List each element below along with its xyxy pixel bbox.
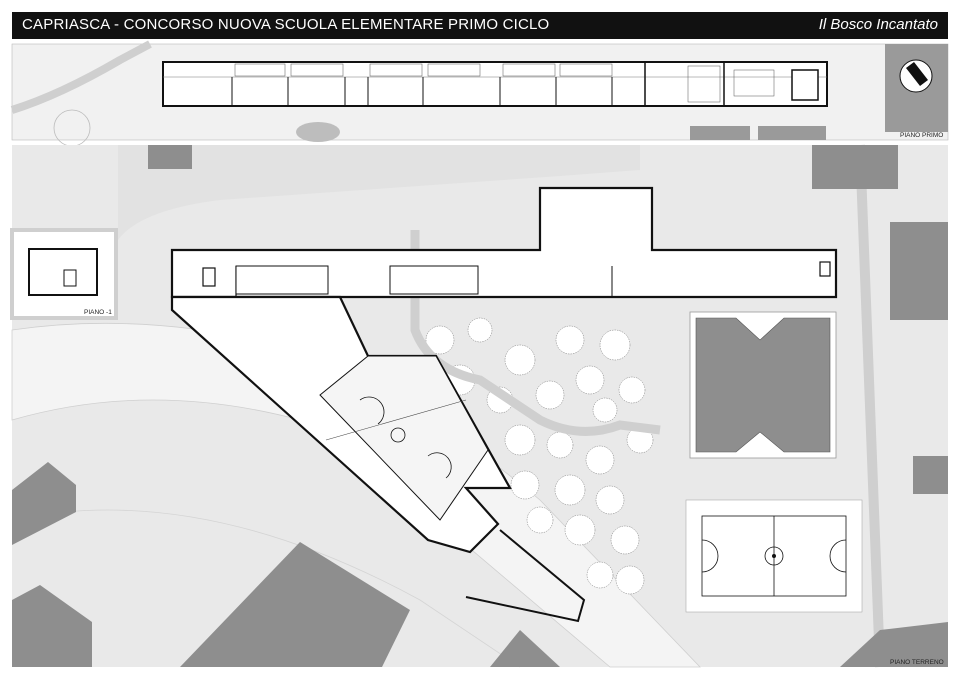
sports-field — [685, 499, 863, 613]
label-ground-floor: PIANO TERRENO — [890, 659, 944, 666]
label-basement: PIANO -1 — [84, 309, 112, 316]
first-floor-building — [162, 61, 828, 107]
title-bar: CAPRIASCA - CONCORSO NUOVA SCUOLA ELEMEN… — [12, 12, 948, 39]
school-building — [170, 186, 838, 299]
ground-floor-panel — [11, 144, 948, 668]
basement-panel — [10, 228, 118, 320]
existing-gym — [689, 311, 837, 459]
label-first-floor: PIANO PRIMO — [900, 132, 943, 139]
project-name: Il Bosco Incantato — [818, 16, 938, 33]
diagonal-wing — [170, 295, 512, 554]
sheet-title: CAPRIASCA - CONCORSO NUOVA SCUOLA ELEMEN… — [22, 16, 550, 33]
first-floor-panel — [10, 40, 949, 147]
